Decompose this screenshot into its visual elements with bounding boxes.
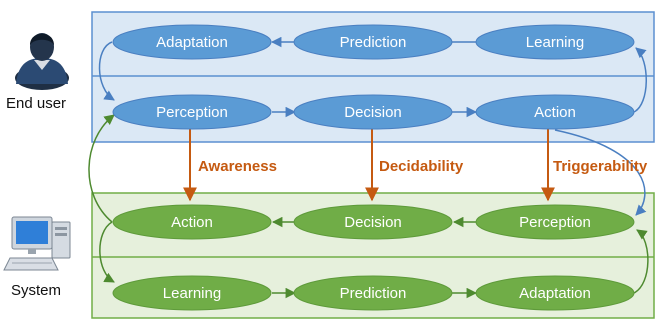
system-node-perception: Perception: [475, 204, 635, 240]
user-node-learning: Learning: [475, 24, 635, 60]
user-node-perception-label: Perception: [156, 104, 228, 121]
arrow-sys-adaptation-to-perception: [633, 229, 649, 294]
arrow-adaptation-to-perception: [98, 41, 115, 101]
system-node-perception-label: Perception: [519, 214, 591, 231]
system-node-action-label: Action: [171, 214, 213, 231]
arrow-sys-action-to-learning: [99, 221, 115, 283]
system-label: System: [11, 282, 62, 299]
arrow-action-to-learning: [633, 47, 647, 113]
system-node-learning: Learning: [112, 275, 272, 311]
user-node-decision: Decision: [293, 94, 453, 130]
user-node-prediction: Prediction: [293, 24, 453, 60]
arrow-system-action-to-user-perception: [88, 114, 115, 223]
user-node-learning-label: Learning: [526, 34, 584, 51]
system-node-decision: Decision: [293, 204, 453, 240]
system-node-adaptation-label: Adaptation: [519, 285, 591, 302]
system-node-learning-label: Learning: [163, 285, 221, 302]
system-node-action: Action: [112, 204, 272, 240]
triggerability-label: Triggerability: [553, 158, 648, 175]
user-node-perception: Perception: [112, 94, 272, 130]
system-node-adaptation: Adaptation: [475, 275, 635, 311]
end-user-label: End user: [6, 95, 67, 112]
user-node-prediction-label: Prediction: [340, 34, 407, 51]
user-node-adaptation-label: Adaptation: [156, 34, 228, 51]
user-node-adaptation: Adaptation: [112, 24, 272, 60]
system-node-prediction-label: Prediction: [340, 285, 407, 302]
user-node-decision-label: Decision: [344, 104, 402, 121]
computer-icon: [3, 216, 71, 271]
system-node-prediction: Prediction: [293, 275, 453, 311]
arrow-user-action-to-system-perception: [554, 129, 647, 216]
awareness-label: Awareness: [198, 158, 277, 175]
decidability-label: Decidability: [379, 158, 464, 175]
user-node-action: Action: [475, 94, 635, 130]
user-icon: [15, 33, 69, 90]
user-node-action-label: Action: [534, 104, 576, 121]
system-node-decision-label: Decision: [344, 214, 402, 231]
